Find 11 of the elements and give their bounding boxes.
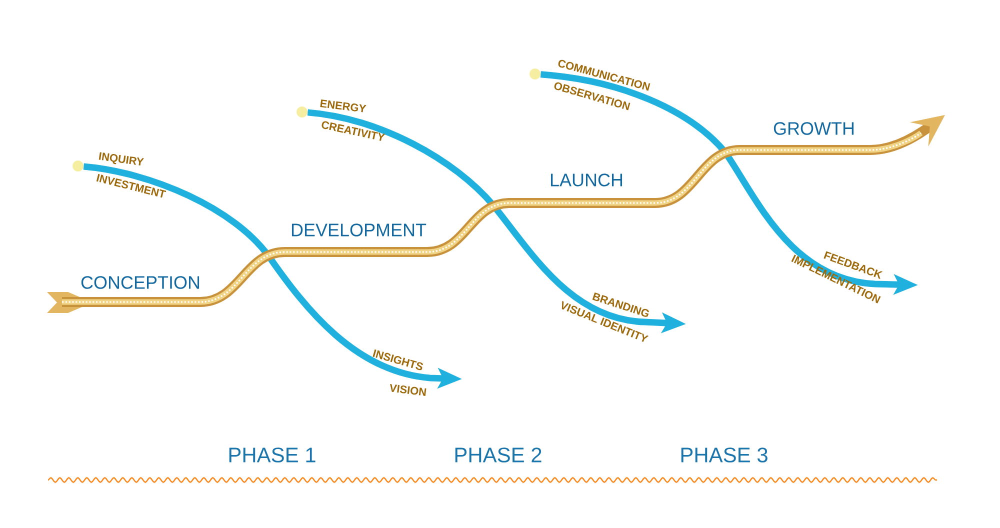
stage-label: CONCEPTION [81,276,200,289]
stage-label: GROWTH [774,122,854,135]
stage-label: LAUNCH [550,174,622,186]
glow-dot [72,160,84,172]
phase-label: PHASE 2 [455,448,542,462]
glow-dot [296,106,308,118]
phase-label: PHASE 1 [229,448,316,462]
arrow-label: VISION [390,384,426,396]
stage-label: DEVELOPMENT [292,224,426,236]
phase-label: PHASE 3 [681,448,768,462]
glow-dot [530,68,540,80]
